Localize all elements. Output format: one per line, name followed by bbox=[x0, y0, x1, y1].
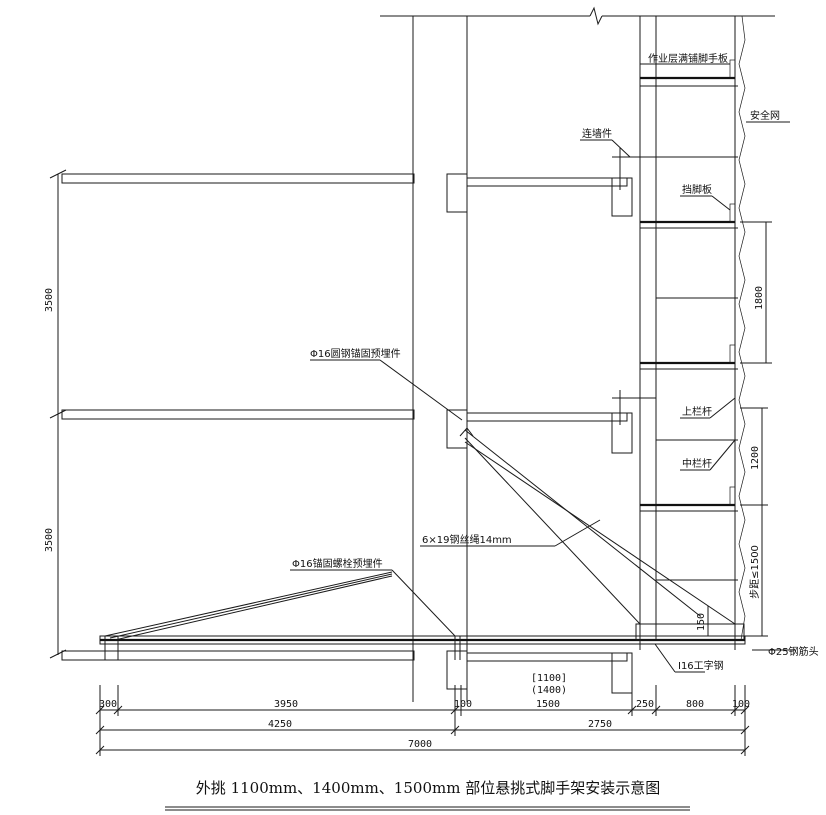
left-dim bbox=[49, 169, 67, 659]
leader-lines bbox=[290, 63, 795, 673]
tie-members bbox=[612, 148, 656, 425]
dim-step-1800: 1800 bbox=[754, 286, 765, 310]
dim-300: 300 bbox=[99, 699, 117, 710]
dim-100a: 100 bbox=[454, 699, 472, 710]
label-mid-rail: 中栏杆 bbox=[682, 457, 712, 470]
label-safety-net: 安全网 bbox=[750, 109, 780, 122]
label-top-deck: 作业层满铺脚手板 bbox=[648, 52, 728, 65]
dim-alt-1400: (1400) bbox=[531, 685, 567, 696]
label-wire-rope: 6×19钢丝绳14mm bbox=[422, 533, 512, 546]
dim-800: 800 bbox=[686, 699, 704, 710]
dim-250: 250 bbox=[636, 699, 654, 710]
safety-net-line bbox=[738, 15, 746, 641]
label-toe-board: 挡脚板 bbox=[682, 183, 712, 196]
slab-bottom bbox=[61, 650, 633, 694]
slab-middle bbox=[61, 409, 633, 454]
label-embed-ring: Φ16圆钢锚固预埋件 bbox=[310, 347, 401, 360]
label-top-rail: 上栏杆 bbox=[682, 405, 712, 418]
drawing-title: 外挑 1100mm、1400mm、1500mm 部位悬挑式脚手架安装示意图 bbox=[196, 779, 660, 797]
dim-floor-lower: 3500 bbox=[44, 528, 55, 552]
dim-floor-upper: 3500 bbox=[44, 288, 55, 312]
dim-4250: 4250 bbox=[268, 719, 292, 730]
label-i-beam: I16工字钢 bbox=[678, 659, 724, 672]
dim-3950: 3950 bbox=[274, 699, 298, 710]
dim-alt-1100: [1100] bbox=[531, 673, 567, 684]
break-mark bbox=[589, 6, 603, 26]
dim-150: 150 bbox=[696, 613, 707, 631]
slab-top bbox=[61, 173, 633, 217]
bottom-dims bbox=[95, 685, 750, 756]
dim-2750: 2750 bbox=[588, 719, 612, 730]
anchor-bolt-wedge bbox=[104, 571, 393, 641]
dim-7000: 7000 bbox=[408, 739, 432, 750]
dim-rail-1200: 1200 bbox=[750, 446, 761, 470]
scaffold-decks bbox=[640, 59, 738, 581]
right-dims bbox=[707, 221, 772, 637]
wire-ropes bbox=[459, 427, 736, 625]
i-beam bbox=[99, 623, 746, 660]
label-rebar-head: Φ25钢筋头 bbox=[768, 645, 819, 658]
label-anchor-bolt: Φ16锚固螺栓预埋件 bbox=[292, 557, 383, 570]
dim-1500: 1500 bbox=[536, 699, 560, 710]
dim-100b: 100 bbox=[732, 699, 750, 710]
dim-lift-height: 步距≤1500 bbox=[749, 545, 761, 599]
label-tie-member: 连墙件 bbox=[582, 127, 612, 140]
